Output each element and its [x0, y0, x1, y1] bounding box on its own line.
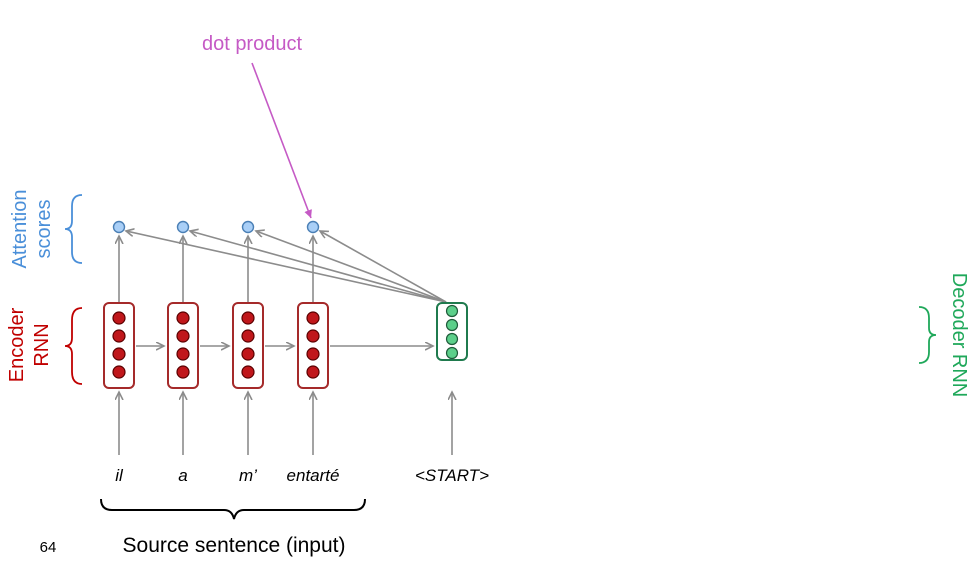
decoder-state: [436, 302, 468, 361]
svg-text:scores: scores: [33, 200, 55, 259]
dot-product-label: dot product: [202, 33, 303, 55]
svg-text:RNN: RNN: [31, 323, 53, 366]
source-word: m’: [239, 466, 257, 485]
start-token: <START>: [415, 466, 489, 485]
decoder-brace: [918, 306, 937, 364]
source-brace: [100, 498, 366, 520]
attention-score-node: [176, 220, 190, 234]
decoder-rnn-label: Decoder RNN: [948, 273, 970, 397]
source-word: il: [115, 466, 124, 485]
encoder-state-2: [167, 302, 199, 389]
attention-score-nodes: [112, 220, 320, 234]
slide-number: 64: [40, 539, 57, 556]
attention-scores-label: Attention scores: [9, 190, 55, 269]
attention-brace: [64, 194, 83, 264]
encoder-state-1: [103, 302, 135, 389]
encoder-state-3: [232, 302, 264, 389]
encoder-brace: [64, 307, 83, 385]
svg-text:Encoder: Encoder: [6, 307, 28, 382]
svg-text:Attention: Attention: [9, 190, 31, 269]
decoder-to-score-arrows: [126, 231, 447, 303]
encoder-state-4: [297, 302, 329, 389]
attention-score-node: [241, 220, 255, 234]
source-sentence-caption: Source sentence (input): [123, 534, 346, 557]
encoder-rnn-label: Encoder RNN: [6, 307, 53, 382]
input-arrows: [119, 392, 452, 455]
source-word: entarté: [287, 466, 340, 485]
encoder-to-score-arrows: [119, 236, 313, 302]
dot-product-arrow: [251, 62, 312, 219]
attention-score-node: [306, 220, 320, 234]
attention-score-node: [112, 220, 126, 234]
source-word: a: [178, 466, 187, 485]
